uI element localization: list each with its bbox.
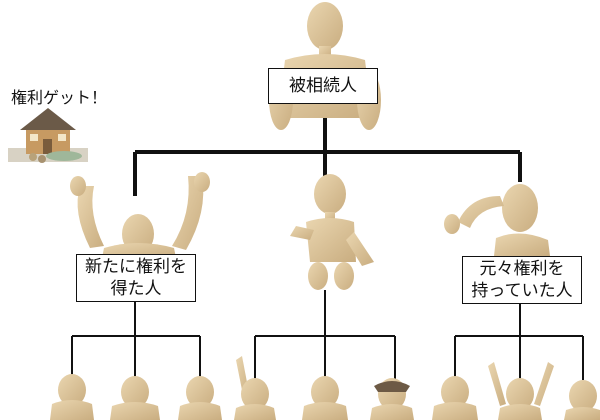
left-figure-arms-raised <box>70 172 210 258</box>
tree-lines <box>133 118 522 196</box>
sub-branch-lines <box>71 290 584 380</box>
right-figure-hand-on-head <box>444 184 550 256</box>
decedent-label-text: 被相続人 <box>289 76 357 96</box>
new-rights-holder-label: 新たに権利を 得た人 <box>76 254 196 302</box>
middle-figure-thinking <box>290 174 374 290</box>
new-rights-holder-line2: 得た人 <box>110 279 162 299</box>
decedent-figure <box>269 2 381 130</box>
new-rights-holder-line1: 新たに権利を <box>85 257 187 277</box>
house-with-money-icon <box>8 108 88 163</box>
decedent-label: 被相続人 <box>268 68 378 104</box>
original-rights-holder-label: 元々権利を 持っていた人 <box>462 256 582 304</box>
house-caption: 権利ゲット！ <box>11 88 108 107</box>
bottom-row-figures <box>50 356 600 420</box>
original-rights-holder-line1: 元々権利を <box>479 259 565 279</box>
original-rights-holder-line2: 持っていた人 <box>471 281 573 301</box>
